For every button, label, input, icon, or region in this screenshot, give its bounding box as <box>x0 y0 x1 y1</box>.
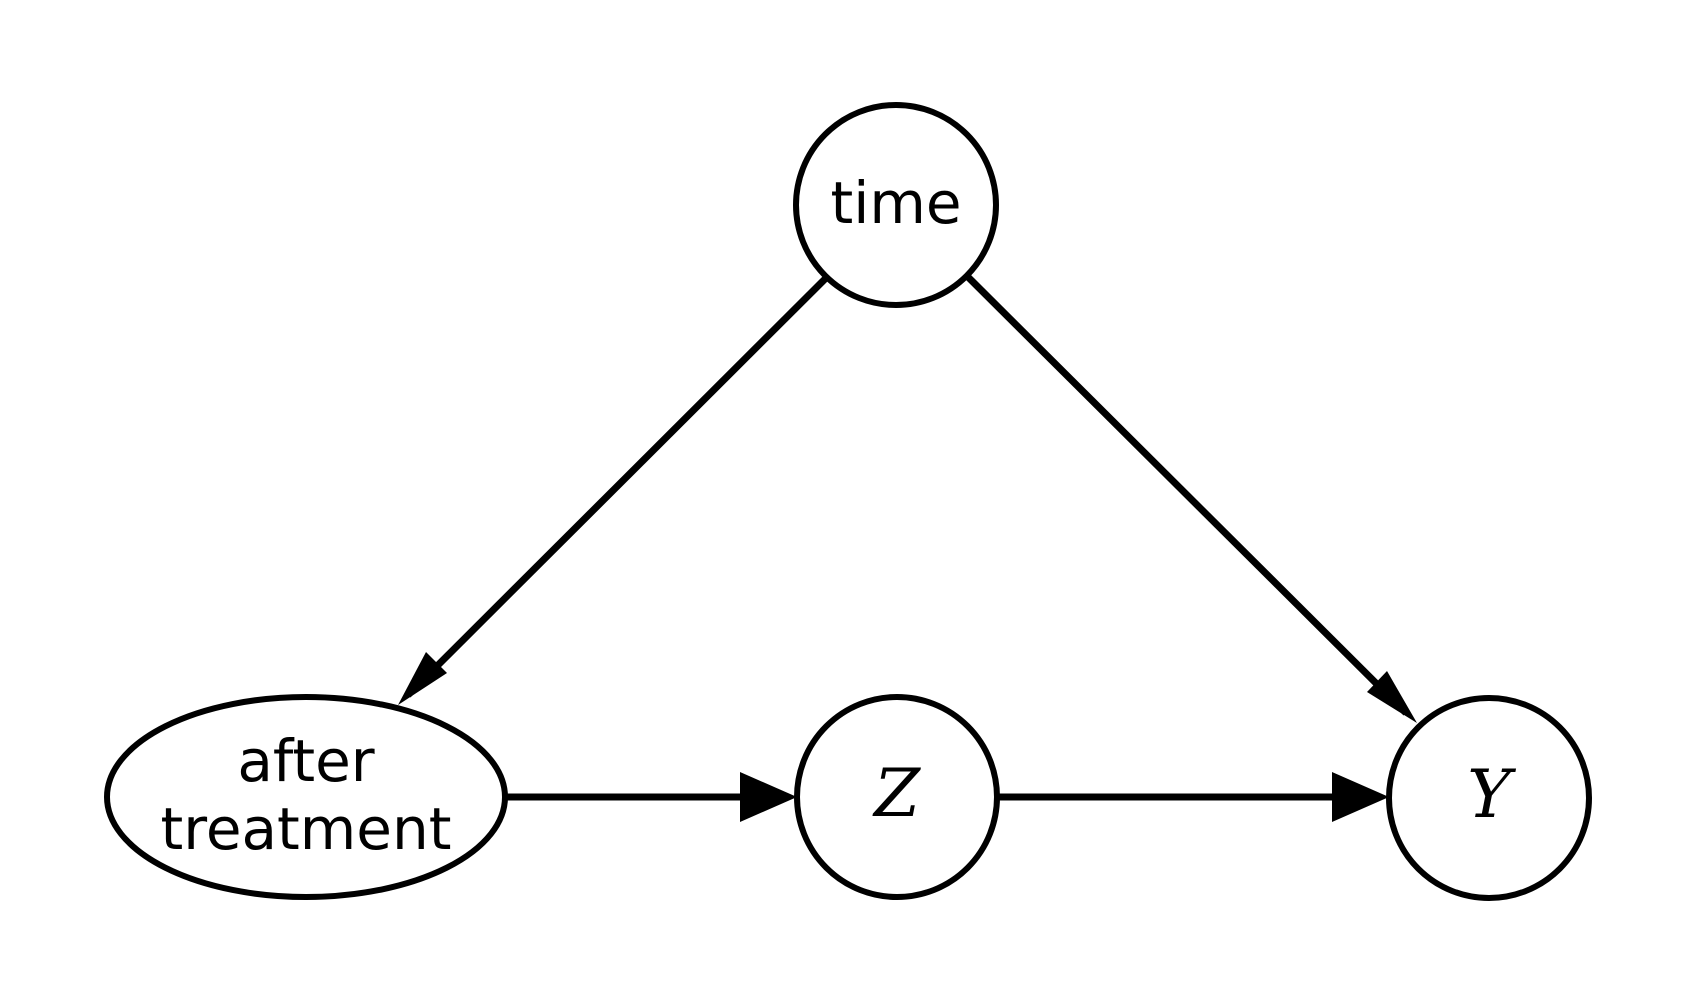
node-after-treatment-label-line1: after <box>237 727 374 795</box>
arrowhead-into-Z <box>740 772 797 822</box>
node-after-treatment-ellipse[interactable] <box>104 694 508 900</box>
edge-line-time-after-treatment <box>405 274 830 698</box>
node-after-treatment-label-line2: treatment <box>161 795 452 863</box>
node-Z[interactable]: Z <box>794 694 1000 900</box>
arrowhead-into-after-treatment <box>398 652 447 705</box>
edge-after-treatment-to-Z <box>505 772 797 822</box>
node-time-label: time <box>830 169 961 237</box>
node-Z-circle[interactable] <box>794 694 1000 900</box>
node-time-circle[interactable] <box>793 102 999 308</box>
node-Y[interactable]: Y <box>1386 695 1592 901</box>
node-Y-label: Y <box>1467 756 1516 833</box>
node-after-treatment[interactable]: after treatment <box>104 694 508 900</box>
arrowhead-into-Y-from-Z <box>1332 772 1389 822</box>
node-Y-circle[interactable] <box>1386 695 1592 901</box>
edge-Z-to-Y <box>997 772 1389 822</box>
edge-line-time-Y <box>964 273 1409 716</box>
edge-time-to-after-treatment <box>398 274 830 705</box>
edge-time-to-Y <box>964 273 1417 723</box>
node-time[interactable]: time <box>793 102 999 308</box>
arrowhead-into-Y-from-time <box>1367 671 1417 723</box>
node-Z-label: Z <box>872 755 921 832</box>
